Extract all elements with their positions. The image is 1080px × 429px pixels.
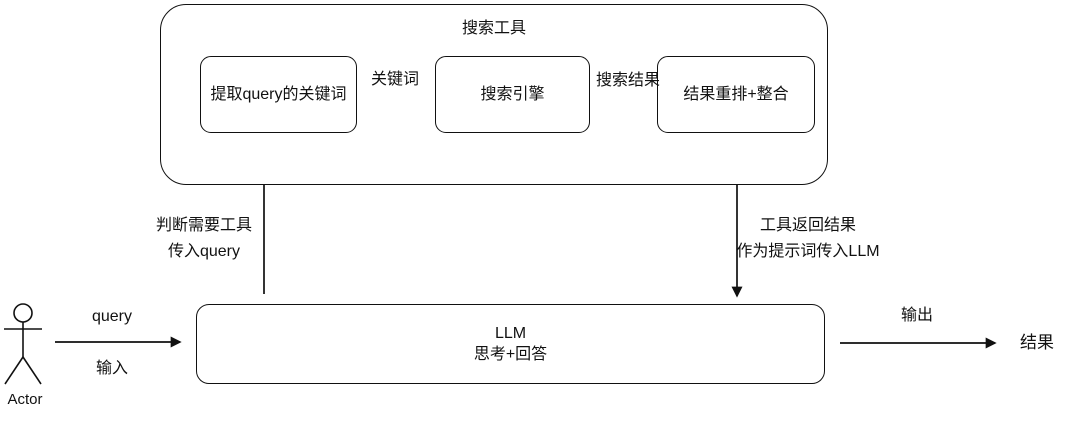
actor-head — [13, 303, 33, 323]
actor-figure — [4, 303, 42, 385]
node-llm: LLM 思考+回答 — [196, 304, 825, 384]
node-extract-keywords-label: 提取query的关键词 — [210, 86, 347, 103]
edge-label-tool-to-llm: 工具返回结果 作为提示词传入LLM — [736, 213, 879, 265]
node-rerank-merge-label: 结果重排+整合 — [683, 86, 789, 103]
search-tool-title: 搜索工具 — [461, 20, 526, 37]
edge-label-tool-to-llm-line2: 作为提示词传入LLM — [736, 243, 880, 260]
edge-label-llm-to-tool: 判断需要工具 传入query — [156, 213, 252, 265]
edge-label-llm-to-tool-line1: 判断需要工具 — [155, 217, 253, 234]
edge-label-llm-to-tool-line2: 传入query — [167, 243, 241, 260]
edge-label-tool-to-llm-line1: 工具返回结果 — [759, 217, 857, 234]
actor-right-leg — [22, 356, 42, 385]
edge-label-input: 输入 — [95, 360, 129, 377]
node-search-engine-label: 搜索引擎 — [480, 86, 545, 103]
node-rerank-merge: 结果重排+整合 — [657, 56, 815, 133]
node-llm-title: LLM — [494, 325, 527, 342]
result-label: 结果 — [1020, 333, 1054, 352]
edge-label-search-results: 搜索结果 — [595, 72, 661, 89]
edge-label-output: 输出 — [900, 307, 934, 324]
edge-label-query: query — [91, 308, 133, 325]
actor-label: Actor — [7, 391, 43, 408]
node-llm-subtitle: 思考+回答 — [473, 346, 548, 363]
node-extract-keywords: 提取query的关键词 — [200, 56, 357, 133]
node-search-engine: 搜索引擎 — [435, 56, 590, 133]
edge-label-keywords: 关键词 — [370, 71, 420, 88]
actor-left-leg — [4, 356, 24, 385]
